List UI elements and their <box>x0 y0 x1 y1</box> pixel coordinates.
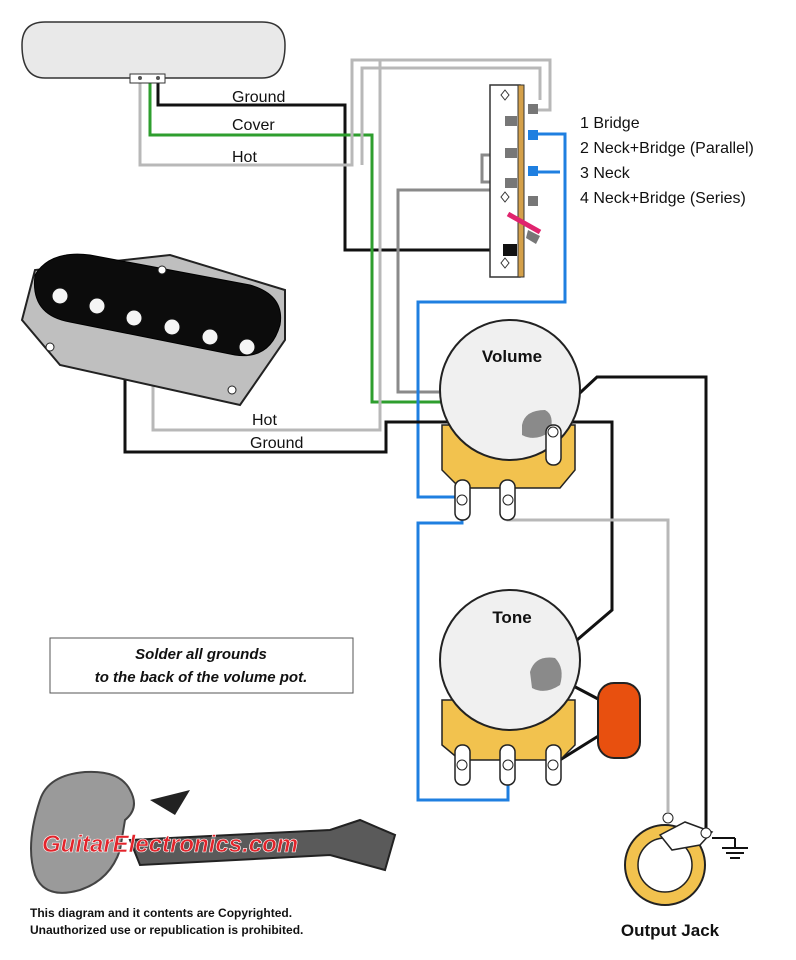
switch-terminal <box>528 130 538 140</box>
pole-piece <box>201 328 219 346</box>
neck-pickup-lug <box>156 76 160 80</box>
bridge-ground-label: Ground <box>250 435 303 452</box>
selector-switch <box>489 84 542 278</box>
switch-terminal <box>528 196 538 206</box>
volume-label: Volume <box>482 347 542 366</box>
switch-terminal <box>528 104 538 114</box>
neck-pickup <box>21 21 286 84</box>
neck-pickup-cover <box>21 21 286 79</box>
switch-diamond <box>500 89 510 101</box>
tone-lugs <box>454 744 562 786</box>
switch-diamond <box>500 257 510 269</box>
note-box <box>49 637 354 694</box>
logo-headstock <box>150 790 190 815</box>
volume-to-tone-blue-wire <box>416 510 510 802</box>
pole-piece <box>125 309 143 327</box>
tone-label: Tone <box>492 608 531 627</box>
switch-position-4: 4 Neck+Bridge (Series) <box>580 190 746 207</box>
bridge-hot-label: Hot <box>252 412 277 429</box>
switch-pink-jumper <box>506 211 542 235</box>
switch-gray-tab <box>526 230 540 244</box>
tone-ground-blob <box>530 657 562 691</box>
pole-piece <box>51 287 69 305</box>
tone-pot <box>439 589 581 786</box>
pole-piece <box>163 318 181 336</box>
neck-cover-wire <box>148 82 548 404</box>
switch-terminal <box>505 116 517 126</box>
switch-terminal <box>528 166 538 176</box>
volume-lugs <box>454 424 562 521</box>
bridge-pickup-body <box>33 253 282 357</box>
pole-piece <box>88 297 106 315</box>
volume-pot <box>439 319 581 521</box>
ground-symbol-icon <box>712 837 748 859</box>
switch-gray-jumper-1 <box>360 66 542 165</box>
copyright-line-1: This diagram and it contents are Copyrig… <box>30 906 292 920</box>
bridge-pickup <box>20 253 286 407</box>
guitar-electronics-logo: GuitarElectronics.com <box>30 770 397 894</box>
pole-piece <box>238 338 256 356</box>
volume-ground-blob <box>522 410 552 438</box>
jack-ground-wire <box>551 375 708 835</box>
switch-terminal <box>503 244 517 256</box>
neck-ground-label: Ground <box>232 89 285 106</box>
neck-hot-label: Hot <box>232 149 257 166</box>
logo-guitar-neck <box>128 818 397 872</box>
copyright-line-2: Unauthorized use or republication is pro… <box>30 923 303 937</box>
switch-diamond <box>500 191 510 203</box>
neck-pickup-tab <box>129 73 166 84</box>
neck-pickup-lug <box>138 76 142 80</box>
switch-position-2: 2 Neck+Bridge (Parallel) <box>580 140 754 157</box>
switch-position-1: 1 Bridge <box>580 115 640 132</box>
mount-hole <box>45 342 55 352</box>
tone-pot-body <box>439 589 581 731</box>
switch-blue-wire-1 <box>416 132 567 499</box>
mount-hole <box>227 385 237 395</box>
note-line-2: to the back of the volume pot. <box>95 669 308 686</box>
tone-capacitor <box>597 682 641 759</box>
switch-strip <box>517 84 525 278</box>
output-jack-label: Output Jack <box>621 921 720 940</box>
switch-terminal <box>505 178 517 188</box>
mount-hole <box>157 265 167 275</box>
output-jack <box>624 812 714 906</box>
logo-text: GuitarElectronics.com <box>42 831 298 858</box>
note-line-1: Solder all grounds <box>135 646 267 663</box>
logo-guitarist-silhouette <box>30 770 135 894</box>
neck-cover-label: Cover <box>232 117 275 134</box>
switch-terminal <box>505 148 517 158</box>
switch-position-3: 3 Neck <box>580 165 631 182</box>
neck-hot-wire <box>138 58 552 167</box>
bridge-hot-wire <box>151 60 382 432</box>
